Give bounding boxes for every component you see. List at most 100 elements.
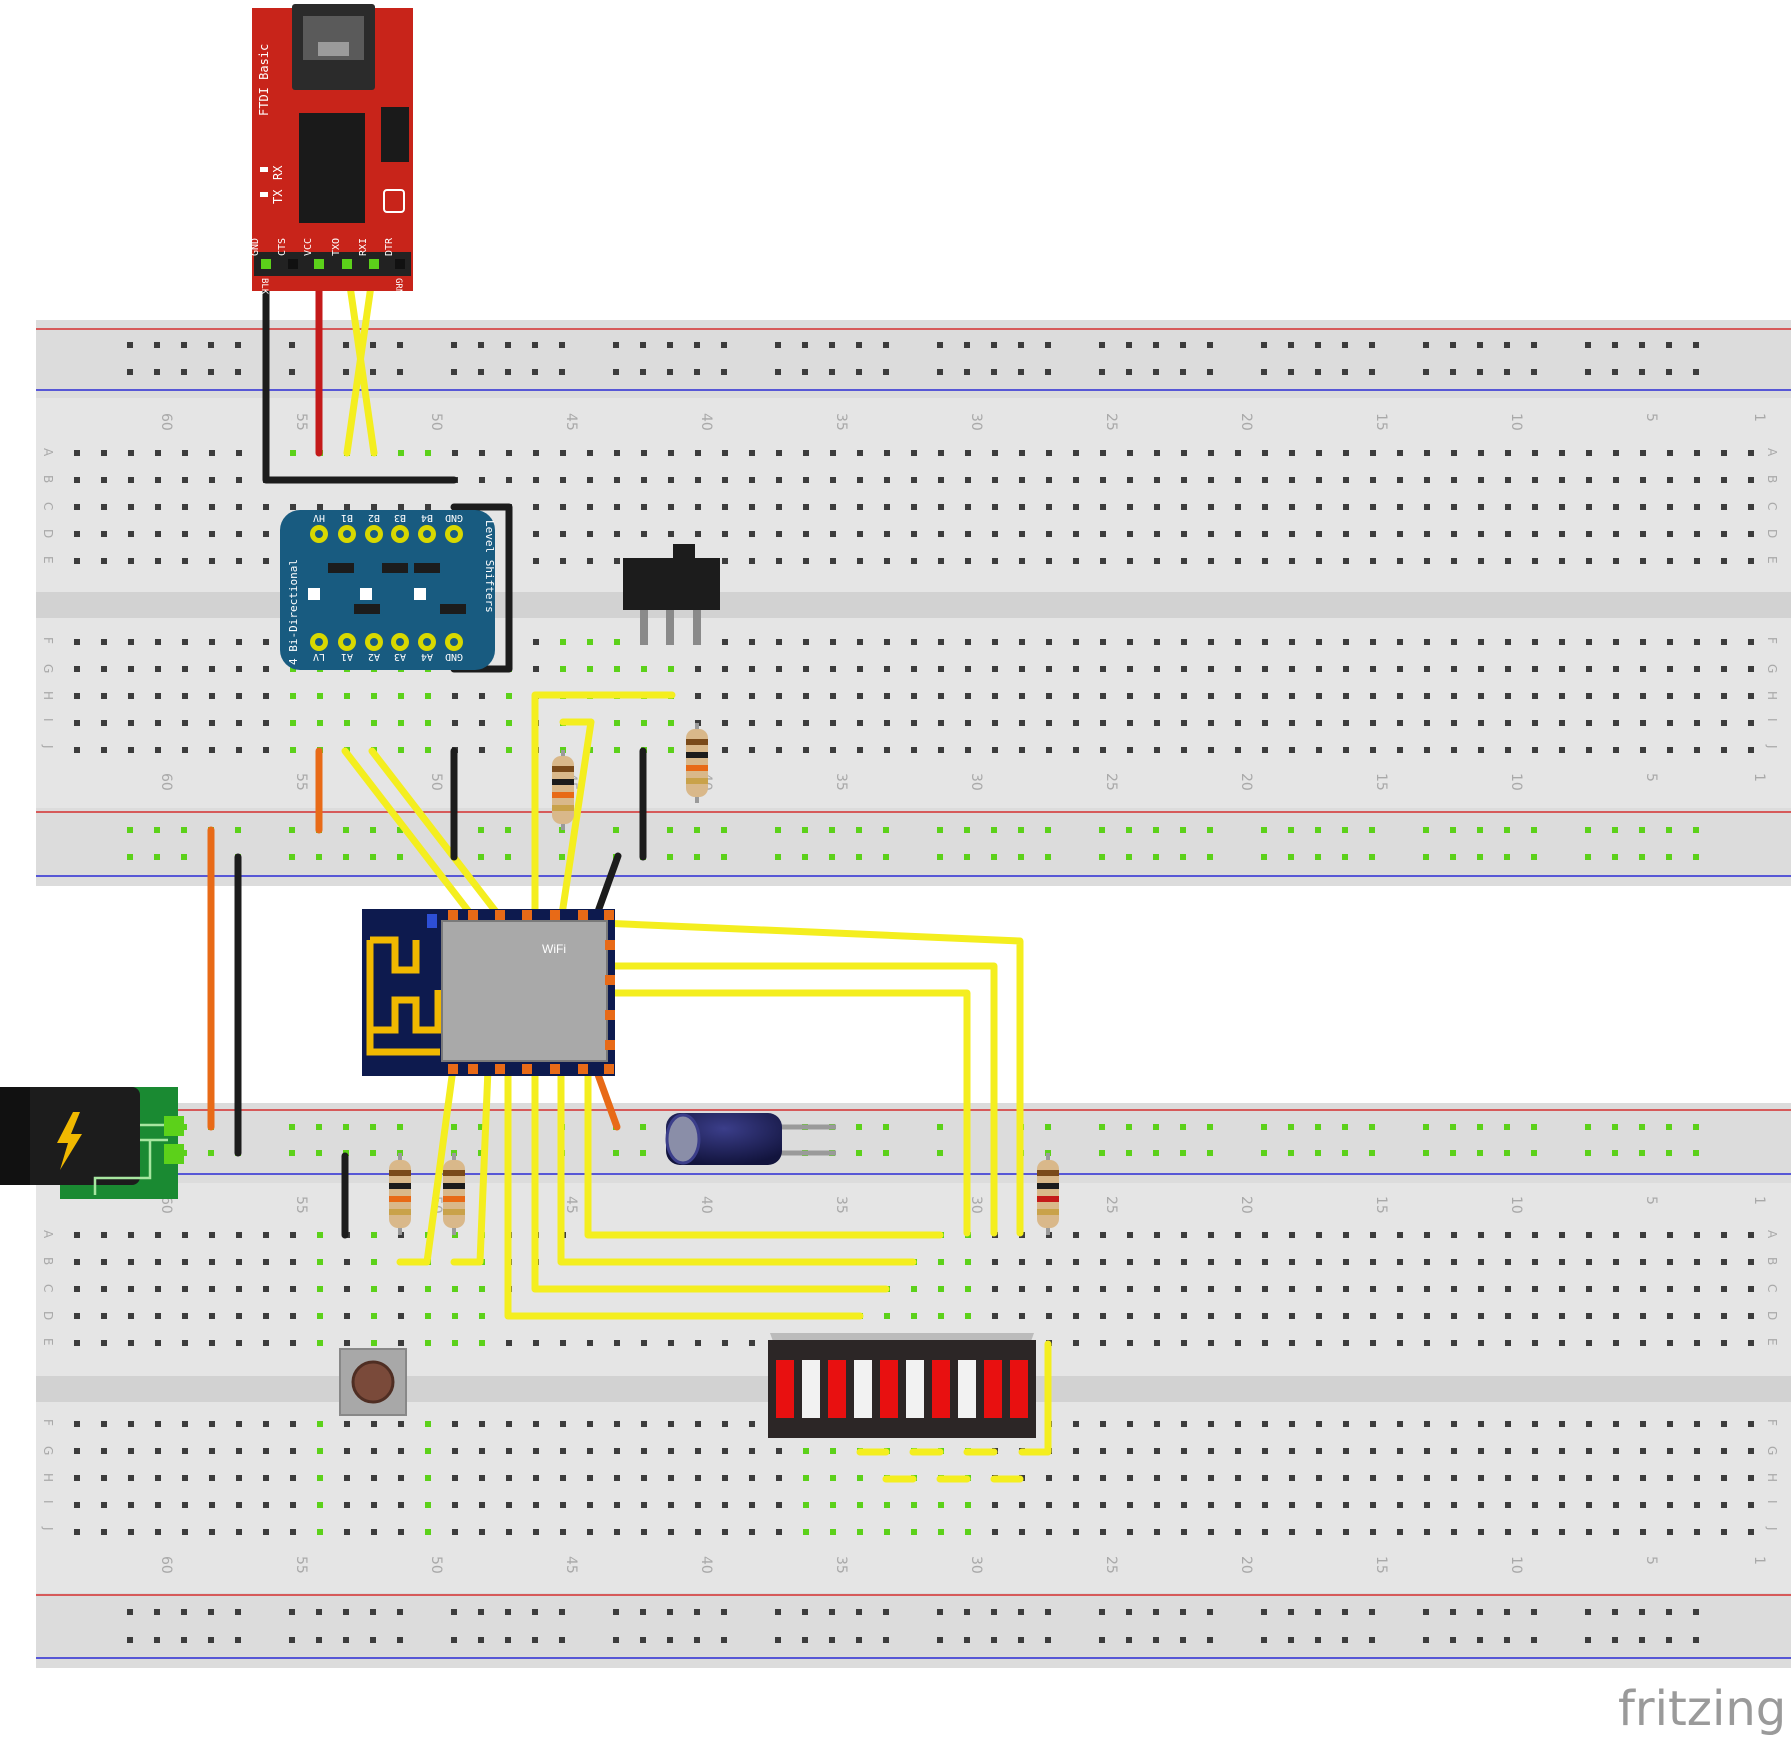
breadboard-hole[interactable] — [74, 1529, 80, 1535]
breadboard-hole[interactable] — [1532, 720, 1538, 726]
breadboard-hole[interactable] — [1370, 720, 1376, 726]
breadboard-hole[interactable] — [155, 693, 161, 699]
breadboard-hole[interactable] — [101, 666, 107, 672]
breadboard-hole[interactable] — [1235, 558, 1241, 564]
breadboard-hole[interactable] — [749, 558, 755, 564]
rail-hole[interactable] — [181, 827, 187, 833]
breadboard-hole[interactable] — [1181, 1502, 1187, 1508]
breadboard-hole[interactable] — [1586, 1502, 1592, 1508]
breadboard-hole[interactable] — [1370, 531, 1376, 537]
breadboard-hole[interactable] — [1532, 639, 1538, 645]
breadboard-hole[interactable] — [398, 1448, 404, 1454]
breadboard-hole[interactable] — [101, 693, 107, 699]
rail-hole[interactable] — [1045, 1609, 1051, 1615]
rail-hole[interactable] — [1180, 369, 1186, 375]
breadboard-hole[interactable] — [884, 450, 890, 456]
breadboard-hole[interactable] — [1343, 1313, 1349, 1319]
slide-switch[interactable] — [623, 544, 720, 645]
breadboard-hole[interactable] — [803, 666, 809, 672]
rail-hole[interactable] — [802, 827, 808, 833]
breadboard-hole[interactable] — [1154, 1421, 1160, 1427]
rail-hole[interactable] — [478, 1150, 484, 1156]
breadboard-hole[interactable] — [1019, 1529, 1025, 1535]
breadboard-hole[interactable] — [290, 720, 296, 726]
breadboard-hole[interactable] — [803, 1529, 809, 1535]
rail-hole[interactable] — [397, 369, 403, 375]
breadboard-hole[interactable] — [884, 747, 890, 753]
breadboard-hole[interactable] — [992, 558, 998, 564]
breadboard-hole[interactable] — [668, 504, 674, 510]
breadboard-hole[interactable] — [1748, 1286, 1754, 1292]
breadboard-hole[interactable] — [938, 693, 944, 699]
rail-hole[interactable] — [1342, 827, 1348, 833]
breadboard-hole[interactable] — [1640, 1448, 1646, 1454]
breadboard-hole[interactable] — [1721, 1475, 1727, 1481]
breadboard-hole[interactable] — [1127, 504, 1133, 510]
breadboard-hole[interactable] — [1046, 558, 1052, 564]
breadboard-hole[interactable] — [1370, 666, 1376, 672]
breadboard-hole[interactable] — [1073, 1340, 1079, 1346]
breadboard-hole[interactable] — [506, 450, 512, 456]
breadboard-hole[interactable] — [506, 1340, 512, 1346]
rail-hole[interactable] — [1180, 1150, 1186, 1156]
breadboard-hole[interactable] — [1046, 1313, 1052, 1319]
breadboard-hole[interactable] — [695, 1475, 701, 1481]
breadboard-hole[interactable] — [398, 720, 404, 726]
rail-hole[interactable] — [613, 1637, 619, 1643]
rail-hole[interactable] — [1666, 1609, 1672, 1615]
rail-hole[interactable] — [1666, 369, 1672, 375]
breadboard-hole[interactable] — [182, 693, 188, 699]
breadboard-hole[interactable] — [1451, 450, 1457, 456]
breadboard-hole[interactable] — [614, 477, 620, 483]
breadboard-hole[interactable] — [182, 450, 188, 456]
rail-hole[interactable] — [397, 1124, 403, 1130]
breadboard-hole[interactable] — [1613, 1448, 1619, 1454]
breadboard-hole[interactable] — [1559, 1259, 1565, 1265]
breadboard-hole[interactable] — [155, 504, 161, 510]
breadboard-hole[interactable] — [452, 1529, 458, 1535]
rail-hole[interactable] — [397, 1637, 403, 1643]
rail-hole[interactable] — [235, 1609, 241, 1615]
breadboard-hole[interactable] — [209, 531, 215, 537]
breadboard-hole[interactable] — [749, 1475, 755, 1481]
rail-hole[interactable] — [1288, 1609, 1294, 1615]
rail-hole[interactable] — [1153, 1609, 1159, 1615]
breadboard-hole[interactable] — [1289, 1529, 1295, 1535]
breadboard-hole[interactable] — [317, 504, 323, 510]
breadboard-hole[interactable] — [1667, 1475, 1673, 1481]
breadboard-hole[interactable] — [1181, 450, 1187, 456]
rail-hole[interactable] — [181, 1637, 187, 1643]
breadboard-hole[interactable] — [722, 693, 728, 699]
breadboard-hole[interactable] — [1424, 666, 1430, 672]
breadboard-hole[interactable] — [1424, 1313, 1430, 1319]
rail-hole[interactable] — [1126, 1609, 1132, 1615]
rail-hole[interactable] — [478, 854, 484, 860]
rail-hole[interactable] — [829, 854, 835, 860]
breadboard-hole[interactable] — [290, 1313, 296, 1319]
breadboard-hole[interactable] — [587, 1475, 593, 1481]
breadboard-hole[interactable] — [1748, 477, 1754, 483]
rail-hole[interactable] — [1018, 827, 1024, 833]
breadboard-hole[interactable] — [1505, 1448, 1511, 1454]
rail-hole[interactable] — [1207, 1637, 1213, 1643]
rail-hole[interactable] — [937, 854, 943, 860]
breadboard-hole[interactable] — [101, 504, 107, 510]
rail-hole[interactable] — [1099, 1637, 1105, 1643]
breadboard-hole[interactable] — [1127, 1232, 1133, 1238]
breadboard-hole[interactable] — [1748, 666, 1754, 672]
breadboard-hole[interactable] — [263, 747, 269, 753]
breadboard-hole[interactable] — [479, 1286, 485, 1292]
breadboard-hole[interactable] — [857, 1475, 863, 1481]
breadboard-hole[interactable] — [749, 693, 755, 699]
breadboard-hole[interactable] — [263, 1529, 269, 1535]
yellow-wire-ledbar-right[interactable] — [1018, 1340, 1052, 1456]
rail-hole[interactable] — [991, 1609, 997, 1615]
breadboard-hole[interactable] — [1154, 720, 1160, 726]
breadboard-hole[interactable] — [236, 1313, 242, 1319]
breadboard-hole[interactable] — [1208, 639, 1214, 645]
rail-hole[interactable] — [1612, 1609, 1618, 1615]
breadboard-hole[interactable] — [1451, 693, 1457, 699]
breadboard-hole[interactable] — [749, 1448, 755, 1454]
